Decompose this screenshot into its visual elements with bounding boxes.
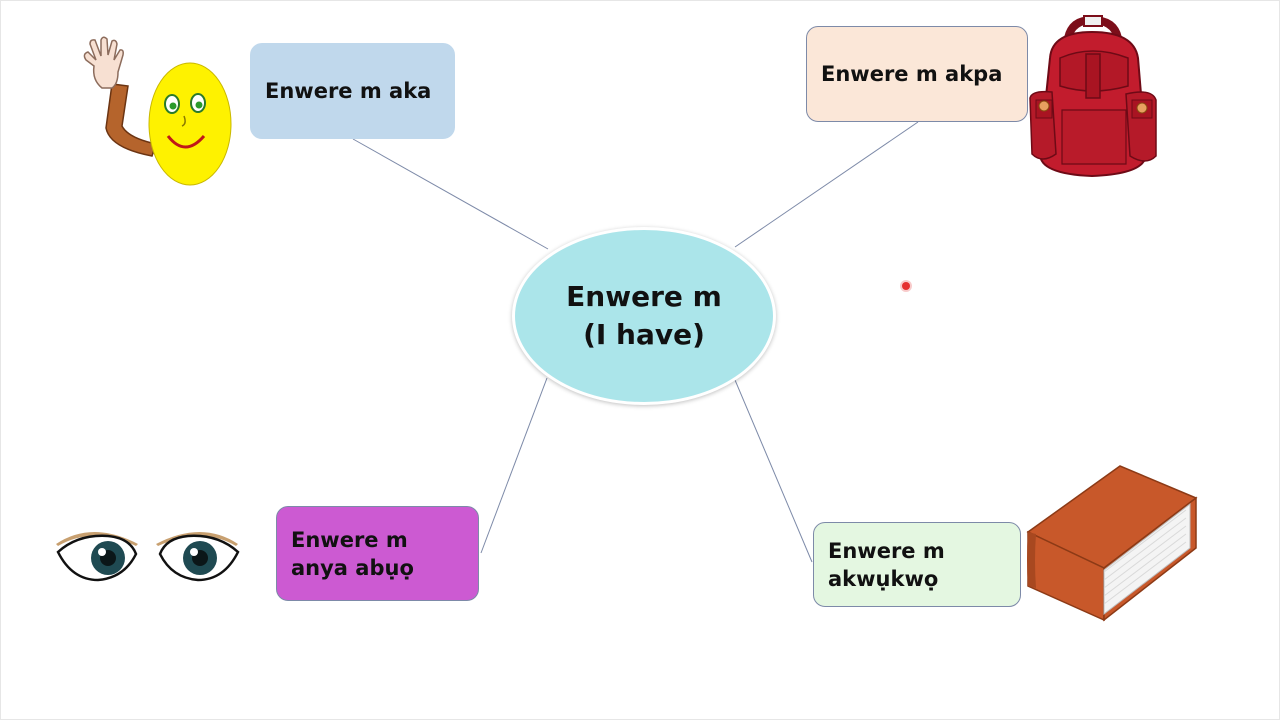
connector-aka: [352, 138, 549, 250]
center-node-line2: (I have): [583, 318, 705, 351]
center-node-line1: Enwere m: [566, 280, 722, 313]
waving-smiley-icon: [83, 36, 232, 186]
node-aka-text: Enwere m aka: [265, 79, 432, 103]
center-node: Enwere m (I have): [512, 227, 776, 405]
node-anya-line1: Enwere m: [291, 527, 408, 552]
node-akwukwo-line1: Enwere m: [828, 538, 945, 563]
node-akpa-text: Enwere m akpa: [821, 62, 1003, 86]
node-anya-line2: anya abụọ: [291, 555, 414, 580]
connector-akpa: [734, 121, 919, 248]
connector-anya: [480, 377, 548, 554]
node-aka: Enwere m aka: [250, 43, 455, 139]
red-backpack-icon: [1029, 15, 1157, 178]
node-akwukwo-line2: akwụkwọ: [828, 566, 939, 591]
laser-pointer-dot: [902, 282, 910, 290]
connector-akwukwo: [734, 379, 813, 563]
node-anya: Enwere m anya abụọ: [276, 506, 479, 601]
pair-of-eyes-icon: [56, 532, 240, 582]
node-akpa: Enwere m akpa: [806, 26, 1028, 122]
node-akwukwo: Enwere m akwụkwọ: [813, 522, 1021, 607]
orange-book-icon: [1026, 465, 1198, 622]
